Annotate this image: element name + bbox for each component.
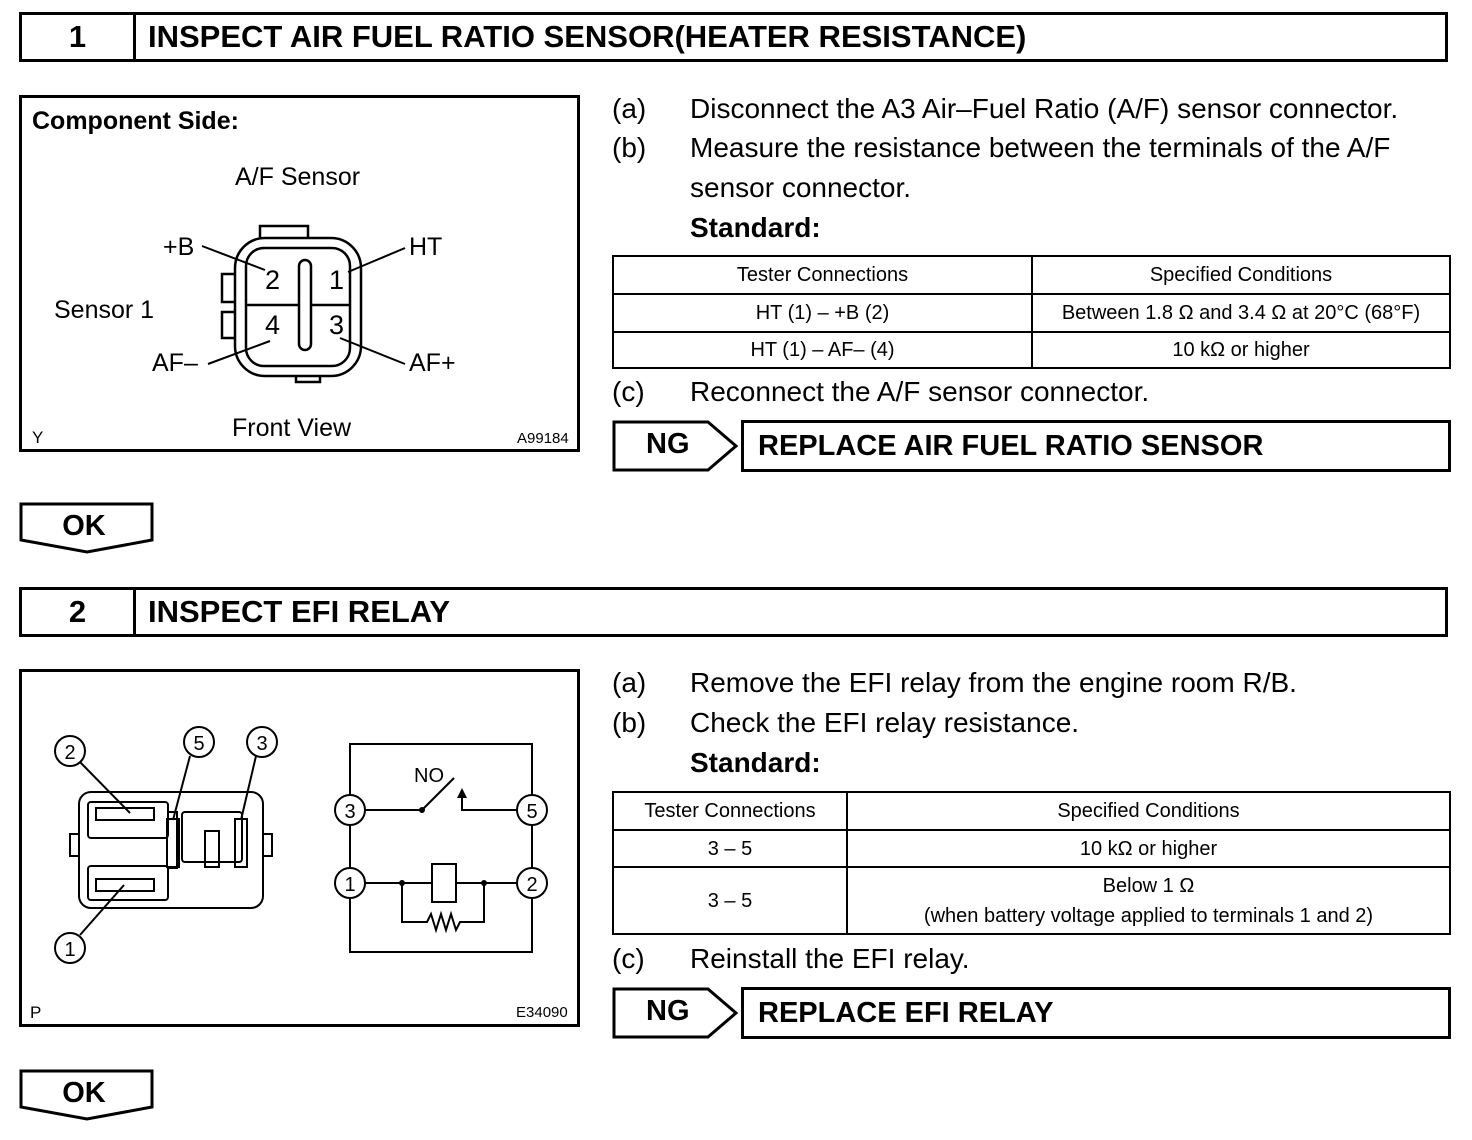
ok-arrow-icon [19, 1069, 154, 1121]
table-cell-line: Below 1 Ω [1102, 874, 1195, 897]
leader-lines [201, 245, 406, 365]
step-1-header: 1 INSPECT AIR FUEL RATIO SENSOR(HEATER R… [19, 12, 1448, 62]
no-contact-label: NO [414, 765, 444, 787]
step2-standard-label: Standard: [690, 747, 821, 778]
step2-ng-row: NG REPLACE EFI RELAY [612, 987, 1451, 1039]
figure-heading: Component Side: [32, 107, 239, 135]
step2-b-text: Check the EFI relay resistance. [690, 707, 1080, 738]
table-cell: 3 – 5 [612, 866, 848, 935]
table-cell-line: (when battery voltage applied to termina… [923, 904, 1374, 927]
ng-arrow-icon [612, 420, 739, 472]
step1-c-label: (c) [612, 376, 645, 407]
figure-code: A99184 [517, 430, 569, 447]
step-number: 1 [22, 15, 136, 59]
circuit-terminal-5: 5 [526, 801, 537, 823]
step2-c-label: (c) [612, 943, 645, 974]
table-row: 3 – 5 Below 1 Ω (when battery voltage ap… [612, 866, 1451, 935]
table-header-row: Tester Connections Specified Conditions [612, 255, 1451, 295]
af-sensor-figure: Component Side: A/F Sensor Sensor 1 +B H… [19, 95, 580, 452]
step1-standard-label: Standard: [690, 212, 821, 243]
table-cell: Between 1.8 Ω and 3.4 Ω at 20°C (68°F) [1031, 293, 1451, 333]
figure-code: E34090 [516, 1004, 568, 1021]
sensor-label: Sensor 1 [54, 296, 154, 324]
figure-corner: Y [32, 428, 43, 447]
table-row: HT (1) – +B (2) Between 1.8 Ω and 3.4 Ω … [612, 293, 1451, 333]
step1-ok-indicator: OK [19, 502, 155, 554]
ng-label: NG [646, 995, 690, 1027]
terminal-b-label: +B [163, 233, 194, 261]
ng-arrow-icon [612, 987, 739, 1039]
step1-a-label: (a) [612, 93, 647, 124]
table-header: Tester Connections [612, 791, 848, 831]
step-title: INSPECT EFI RELAY [148, 594, 451, 629]
circuit-terminals [334, 794, 548, 899]
terminal-5-label: 5 [193, 733, 204, 755]
pin-2: 2 [265, 265, 280, 295]
step1-ng-row: NG REPLACE AIR FUEL RATIO SENSOR [612, 420, 1451, 472]
relay-body [69, 791, 273, 909]
ng-label: NG [646, 428, 690, 460]
table-header: Specified Conditions [846, 791, 1451, 831]
ng-action: REPLACE EFI RELAY [741, 987, 1451, 1039]
terminal-2-label: 2 [64, 742, 75, 764]
terminal-3-label: 3 [256, 733, 267, 755]
step1-c-text: Reconnect the A/F sensor connector. [690, 376, 1150, 407]
circuit-terminal-3: 3 [344, 801, 355, 823]
pin-1: 1 [329, 265, 344, 295]
step2-b-label: (b) [612, 707, 647, 738]
circuit-terminal-2: 2 [526, 874, 537, 896]
table-header: Tester Connections [612, 255, 1033, 295]
table-cell: 10 kΩ or higher [1031, 331, 1451, 369]
step-title: INSPECT AIR FUEL RATIO SENSOR(HEATER RES… [148, 19, 1027, 54]
step2-a-text: Remove the EFI relay from the engine roo… [690, 667, 1297, 698]
efi-relay-figure: 2 5 3 1 [19, 669, 580, 1027]
step2-spec-table: Tester Connections Specified Conditions … [612, 791, 1451, 935]
step-number: 2 [22, 590, 136, 634]
ok-label: OK [62, 510, 106, 542]
ng-action: REPLACE AIR FUEL RATIO SENSOR [741, 420, 1451, 472]
pin-3: 3 [329, 310, 344, 340]
figure-corner: P [30, 1003, 41, 1022]
table-cell: 3 – 5 [612, 829, 848, 868]
circuit-nodes [399, 788, 487, 886]
terminal-afminus-label: AF– [152, 349, 198, 377]
table-cell: HT (1) – AF– (4) [612, 331, 1033, 369]
step2-ok-indicator: OK [19, 1069, 155, 1121]
terminal-afplus-label: AF+ [409, 349, 456, 377]
terminal-1-label: 1 [64, 939, 75, 961]
ok-arrow-icon [19, 502, 154, 554]
table-cell: Below 1 Ω (when battery voltage applied … [846, 866, 1451, 935]
pin-4: 4 [265, 310, 280, 340]
table-cell: 10 kΩ or higher [846, 829, 1451, 868]
step1-b-text-cont: sensor connector. [690, 172, 912, 203]
view-label: Front View [232, 414, 352, 442]
sensor-name: A/F Sensor [235, 163, 360, 191]
step1-spec-table: Tester Connections Specified Conditions … [612, 255, 1451, 369]
efi-relay-diagram: 2 5 3 1 [30, 726, 568, 1022]
step1-b-label: (b) [612, 132, 647, 163]
table-header: Specified Conditions [1031, 255, 1451, 295]
terminal-callouts [54, 726, 278, 964]
circuit-terminal-1: 1 [344, 874, 355, 896]
table-row: HT (1) – AF– (4) 10 kΩ or higher [612, 331, 1451, 369]
relay-circuit [349, 743, 533, 953]
step-2-header: 2 INSPECT EFI RELAY [19, 587, 1448, 637]
terminal-ht-label: HT [409, 233, 442, 261]
step2-c-text: Reinstall the EFI relay. [690, 943, 970, 974]
step2-a-label: (a) [612, 667, 647, 698]
connector-housing [220, 224, 363, 384]
table-row: 3 – 5 10 kΩ or higher [612, 829, 1451, 868]
table-cell: HT (1) – +B (2) [612, 293, 1033, 333]
step1-a-text: Disconnect the A3 Air–Fuel Ratio (A/F) s… [690, 93, 1399, 124]
table-header-row: Tester Connections Specified Conditions [612, 791, 1451, 831]
af-sensor-connector-diagram: Component Side: A/F Sensor Sensor 1 +B H… [32, 107, 569, 447]
step1-b-text: Measure the resistance between the termi… [690, 132, 1391, 163]
ok-label: OK [62, 1077, 106, 1109]
